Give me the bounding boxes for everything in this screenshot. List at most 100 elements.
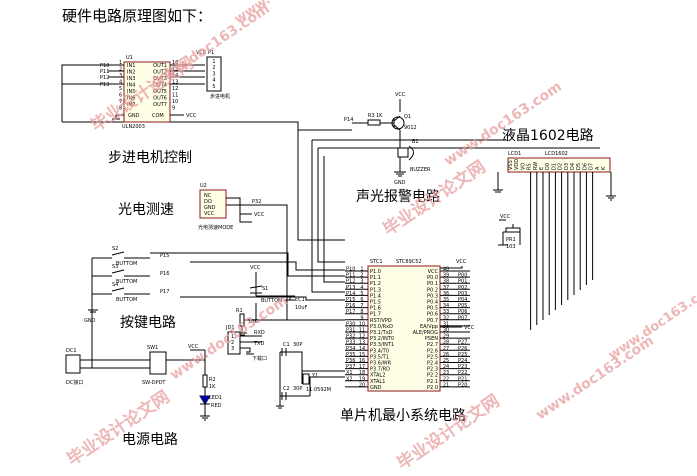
mcu-left-name-1: P1.0 xyxy=(370,269,381,275)
uln-net-P11: P11 xyxy=(100,69,109,75)
lcd-pin-d6: D6 xyxy=(582,163,588,170)
power-led-ref: LED1 xyxy=(209,395,222,401)
mcu-right-net-33: P06 xyxy=(458,309,467,315)
mcu-left-name-13: P3.3/INT1 xyxy=(370,342,394,348)
mcu-left-name-16: P3.6/WR xyxy=(370,361,392,367)
uln-vcc: VCC xyxy=(186,113,197,119)
lcd-pin-d4: D4 xyxy=(570,163,576,170)
power-sw-name: SW-DPDT xyxy=(142,380,166,386)
lcd-pin-vss: VSS xyxy=(508,160,514,170)
key-blade-s4 xyxy=(111,287,125,292)
mcu-left-pin-15: 15 xyxy=(359,352,365,358)
lcd-pot-val: 103 xyxy=(506,244,516,250)
uln-input-1: IN1 xyxy=(127,63,135,69)
mcu-left-pin-11: 11 xyxy=(359,328,365,334)
crystal-oscillator: C1 30P C2 30P Y1 11.0592M xyxy=(276,342,345,409)
mcu-left-pin-4: 4 xyxy=(360,285,363,291)
mcu-right-pin-37: 37 xyxy=(443,285,449,291)
reset-res-ref: R1 xyxy=(236,308,243,314)
uln-out-pin-12: 12 xyxy=(172,86,178,92)
uln-net-P13: P13 xyxy=(100,82,109,88)
label-buzzer: 声光报警电路 xyxy=(356,189,440,205)
mcu-right-pin-34: 34 xyxy=(443,303,449,309)
mcu-left-name-2: P1.1 xyxy=(370,275,381,281)
mcu-left-name-12: P3.2/INT0 xyxy=(370,336,394,342)
power-r-val: 1K xyxy=(209,384,216,390)
mcu-right-pin-39: 39 xyxy=(443,273,449,279)
key-blade-s3 xyxy=(111,269,125,274)
buzzer-res-ref: R3 xyxy=(368,113,375,119)
motor-pin-1: 1 xyxy=(212,59,215,65)
mcu-right-pin-22: 22 xyxy=(443,376,449,382)
uln-out-pin-9: 9 xyxy=(172,106,175,112)
jd1-pin-3: 3 xyxy=(231,346,234,352)
uln-output-5: OUT5 xyxy=(153,89,167,95)
uln-input-5: IN5 xyxy=(127,89,135,95)
uln-in-pin-8: 8 xyxy=(119,106,122,112)
mcu-right-net-34: P05 xyxy=(458,303,467,309)
mcu-right-name-34: P0.5 xyxy=(427,306,438,312)
mcu-right-net-38: P01 xyxy=(458,279,467,285)
jd1-name: 下载口 xyxy=(252,355,267,362)
watermark-6: 毕业设计论文网 xyxy=(63,386,173,470)
label-mcu: 单片机最小系统电路 xyxy=(340,408,466,424)
uln-input-3: IN3 xyxy=(127,76,135,82)
uln-in-pin-6: 6 xyxy=(119,93,122,99)
mcu-part: STC89C52 xyxy=(396,259,422,265)
mcu-right-name-40: VCC xyxy=(428,269,439,275)
mcu-right-net-39: P00 xyxy=(458,273,467,279)
mcu-right-name-30: ALE/PROG xyxy=(413,330,438,336)
jd1-ref: JD1 xyxy=(225,325,235,331)
mcu-right-net-22: P21 xyxy=(458,376,467,382)
mcu-left-name-4: P1.3 xyxy=(370,287,381,293)
mcu-right-pin-35: 35 xyxy=(443,297,449,303)
uln-in-pin-1: 1 xyxy=(119,60,122,66)
mcu-right-name-37: P0.2 xyxy=(427,287,438,293)
label-power: 电源电路 xyxy=(122,432,178,448)
lcd-pin-d0: D0 xyxy=(545,163,551,170)
uln-part: ULN2003 xyxy=(122,124,145,130)
mcu-left-name-6: P1.5 xyxy=(370,300,381,306)
lcd-pin-a: A xyxy=(595,166,601,170)
lcd-pin-d5: D5 xyxy=(576,163,582,170)
mcu-right-name-39: P0.0 xyxy=(427,275,438,281)
mcu-left-net-15: P35 xyxy=(346,352,355,358)
mcu-ea-vcc: VCC xyxy=(464,325,475,331)
buzzer-ref: B1 xyxy=(412,139,419,145)
mcu-left-net-2: P11 xyxy=(346,273,355,279)
power-dc-ref: DC1 xyxy=(66,348,77,354)
page-heading: 硬件电路原理图如下： xyxy=(62,7,212,25)
key-net-p17: P17 xyxy=(160,289,169,295)
mcu-left-pin-13: 13 xyxy=(359,340,365,346)
mcu-right-name-29: PSEN xyxy=(425,336,438,342)
uln-in-pin-2: 2 xyxy=(119,67,122,73)
reset-cap-val: 10uF xyxy=(295,305,308,311)
crystal-ref: Y1 xyxy=(311,373,318,379)
uln-in-pin-7: 7 xyxy=(119,99,122,105)
mcu-right-net-36: P03 xyxy=(458,291,467,297)
mcu-left-pin-17: 17 xyxy=(359,364,365,370)
mcu-left-pin-18: 18 xyxy=(359,370,365,376)
mcu-left-pin-16: 16 xyxy=(359,358,365,364)
lcd-pot-ref: PR1 xyxy=(506,237,516,243)
reset-sw-name: BUTTOM xyxy=(261,298,282,304)
mcu-ref: STC1 xyxy=(370,259,383,265)
mcu-left-name-18: XTAL2 xyxy=(370,373,385,379)
mcu-right-net-37: P02 xyxy=(458,285,467,291)
power-vcc: VCC xyxy=(188,344,199,350)
uln2003-driver: U1 ULN2003 GND COM IN1IN2IN3IN4IN5IN6IN7… xyxy=(100,55,205,130)
uln-net-P10: P10 xyxy=(100,63,109,69)
mcu-right-net-21: P20 xyxy=(458,382,467,388)
power-r-ref: R2 xyxy=(209,377,216,383)
mcu-right-name-35: P0.4 xyxy=(427,300,438,306)
mcu-left-name-17: P3.7/RD xyxy=(370,367,390,373)
mcu-right-net-23: P22 xyxy=(458,370,467,376)
mcu-right-name-27: P2.6 xyxy=(427,348,438,354)
label-stepper: 步进电机控制 xyxy=(108,150,192,166)
buzzer-q-part: 9012 xyxy=(404,125,417,131)
reset-cap-ref: EC1 xyxy=(295,297,305,303)
lcd-pin-k: K xyxy=(601,166,607,170)
uln-output-1: OUT1 xyxy=(153,63,167,69)
